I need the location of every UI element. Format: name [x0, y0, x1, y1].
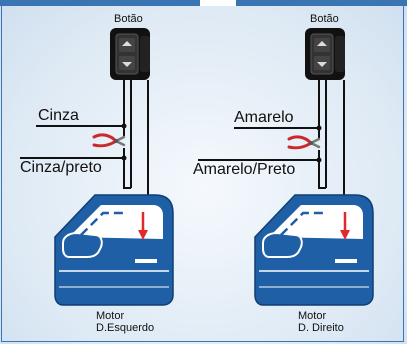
left-button-label: Botão — [114, 13, 143, 25]
left-window-switch-icon — [109, 27, 151, 81]
left-motor-name: D.Esquerdo — [96, 322, 155, 334]
right-wire-bottom-label: Amarelo/Preto — [193, 161, 296, 178]
left-wire-cinza-preto — [20, 148, 125, 159]
right-car-door-icon — [253, 193, 375, 307]
right-down-arrow-icon — [340, 212, 350, 240]
right-wire-cutter-icon — [287, 135, 321, 150]
left-motor-title: Motor — [96, 310, 125, 322]
right-motor-title: Motor — [298, 310, 327, 322]
top-strip-gap — [200, 0, 236, 6]
left-wire-top-label: Cinza — [38, 107, 79, 124]
right-window-switch-icon — [304, 27, 346, 81]
left-wire-cutter-icon — [92, 133, 126, 148]
right-wire-top-label: Amarelo — [234, 109, 294, 126]
right-motor-name: D. Direito — [298, 322, 344, 334]
right-button-label: Botão — [310, 13, 339, 25]
left-down-arrow-icon — [138, 212, 148, 240]
left-wire-bottom-label: Cinza/preto — [20, 159, 102, 176]
left-car-door-icon — [53, 193, 175, 307]
right-wire-amarelo-preto — [198, 150, 320, 161]
